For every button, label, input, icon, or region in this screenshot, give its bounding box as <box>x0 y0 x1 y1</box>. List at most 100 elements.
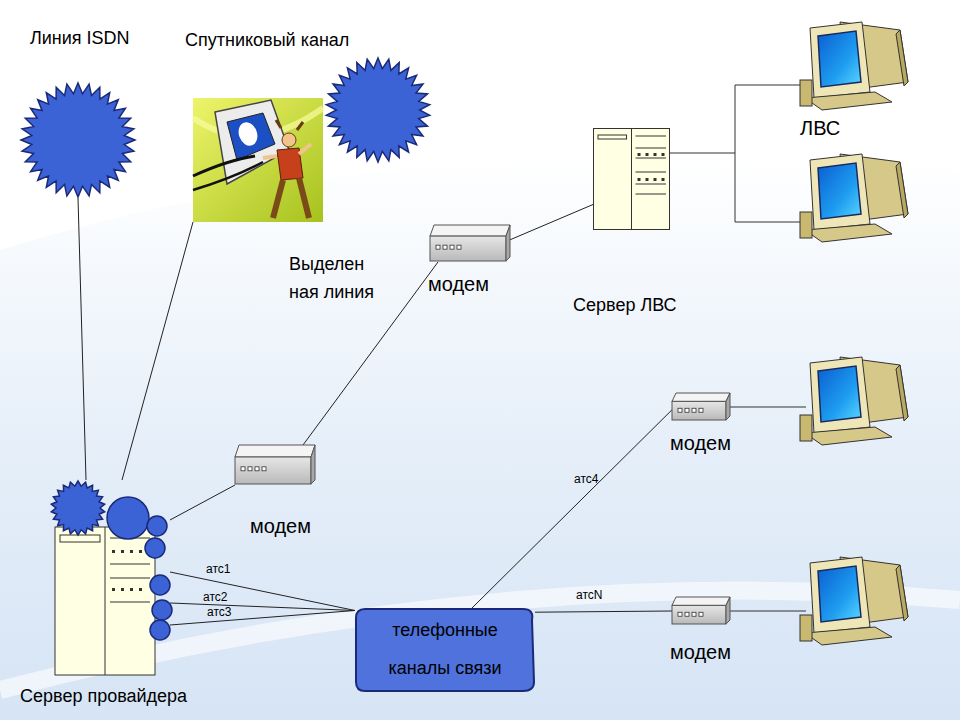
shape-part <box>678 612 682 616</box>
shape-part <box>51 481 104 535</box>
shape-part <box>112 550 115 553</box>
connector-line <box>122 222 193 480</box>
shape-part <box>311 445 315 484</box>
shape-part <box>685 408 689 412</box>
shape-part <box>436 245 440 249</box>
node-text: Спутниковый канал <box>185 30 349 51</box>
shape-part <box>631 128 632 230</box>
shape-part <box>110 564 150 565</box>
shape-part <box>594 129 670 230</box>
shape-part <box>636 158 667 159</box>
node-text: телефонные каналы связи <box>380 611 510 687</box>
satellite-picture-outline <box>193 98 323 222</box>
node-text: Сервер провайдера <box>20 686 187 707</box>
line-label: атс4 <box>574 473 598 487</box>
shape-part <box>193 98 323 222</box>
shape-part <box>60 535 100 542</box>
node-text: модем <box>250 515 311 538</box>
connector-line <box>472 410 672 608</box>
shape-part <box>55 527 155 675</box>
shape-part <box>356 609 534 691</box>
lan-server-outline <box>593 128 670 230</box>
shape-part <box>735 85 736 222</box>
shape-part <box>139 550 142 553</box>
modem-box: модем <box>235 445 315 485</box>
shape-part <box>685 612 689 616</box>
phone-channels-box: телефонные каналы связи <box>355 608 535 692</box>
shape-part <box>638 153 641 156</box>
shape-part <box>654 178 657 181</box>
shape-part <box>636 148 667 149</box>
node-text: модем <box>428 273 489 296</box>
shape-part <box>692 408 696 412</box>
shape-part <box>598 135 627 139</box>
shape-part <box>730 611 806 612</box>
shape-part <box>430 236 506 261</box>
node-text: Сервер ЛВС <box>573 295 677 316</box>
shape-part <box>241 467 245 471</box>
shape-part <box>735 222 805 223</box>
lan-wiring <box>670 85 806 611</box>
isdn-burst-outline <box>20 82 136 198</box>
shape-part <box>273 178 309 218</box>
satellite-picture: Спутниковый канал <box>193 98 323 222</box>
shape-part <box>147 516 167 536</box>
shape-part <box>235 445 315 457</box>
shape-part <box>276 120 303 130</box>
shape-part <box>130 550 133 553</box>
shape-part <box>110 602 150 603</box>
line-label: атс2 <box>203 591 227 605</box>
shape-part <box>193 162 263 190</box>
shape-part <box>193 156 255 176</box>
shape-part <box>430 225 510 236</box>
shape-part <box>262 467 266 471</box>
shape-part <box>672 393 730 401</box>
shape-part <box>263 144 311 158</box>
shape-part <box>636 172 667 173</box>
line-label: атс1 <box>206 563 230 577</box>
isdn-burst: Линия ISDN <box>20 82 136 198</box>
computer-icon <box>800 557 908 645</box>
connector-line <box>510 205 593 240</box>
shape-part <box>235 457 311 484</box>
shape-part <box>726 393 730 420</box>
shape-part <box>646 178 649 181</box>
shape-part <box>282 133 296 147</box>
shape-part <box>145 538 165 558</box>
lan-server: Сервер ЛВС <box>593 128 670 230</box>
line-label: атсN <box>576 589 602 603</box>
shape-part <box>215 100 289 184</box>
modem-box-outline <box>235 445 315 485</box>
shape-part <box>670 153 735 154</box>
connector-line <box>535 611 672 612</box>
modem-box: модем <box>430 225 510 262</box>
modem-box: модем <box>672 597 730 625</box>
connector-line <box>78 198 86 480</box>
node-text: модем <box>670 432 731 455</box>
shape-part <box>636 194 667 195</box>
computer-icon <box>800 22 908 110</box>
shape-part <box>110 578 150 579</box>
shape-part <box>672 597 730 605</box>
shape-part <box>646 153 649 156</box>
shape-part <box>730 407 806 408</box>
shape-part <box>121 550 124 553</box>
shape-part <box>227 113 275 160</box>
shape-part <box>662 178 665 181</box>
shape-part <box>672 605 726 624</box>
modem-box-outline <box>672 393 730 421</box>
shape-part <box>248 467 252 471</box>
shape-part <box>692 612 696 616</box>
shape-part <box>636 184 667 185</box>
shape-part <box>662 153 665 156</box>
shape-part <box>235 120 260 149</box>
computer-icon <box>800 154 908 242</box>
shape-part <box>121 588 124 591</box>
free-label: ЛВС <box>800 117 840 140</box>
satellite-burst <box>326 58 429 162</box>
shape-part <box>678 408 682 412</box>
connector-line <box>170 611 355 626</box>
shape-part <box>130 588 133 591</box>
background-swoosh <box>0 156 960 720</box>
shape-part <box>105 527 106 675</box>
